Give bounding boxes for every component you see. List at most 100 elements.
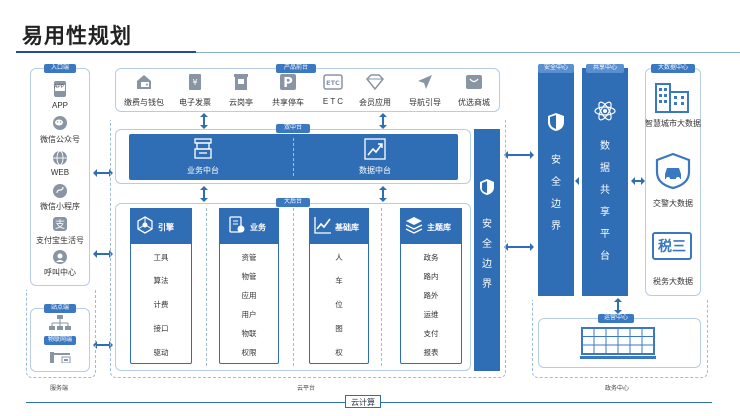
bottom-frame-service: [26, 290, 96, 378]
inner-security-label-char: 全: [482, 239, 492, 250]
share-center-label-char: 据: [600, 163, 610, 174]
business-header: [219, 208, 279, 244]
product-item-wallet[interactable]: 缴费与钱包: [124, 98, 164, 107]
topic-library-item[interactable]: 支付: [423, 329, 439, 338]
middle-divider: [293, 138, 294, 176]
product-item-booth[interactable]: 云岗亭: [229, 98, 253, 107]
business-item[interactable]: 应用: [241, 291, 257, 300]
big-data-item-tax[interactable]: 税务大数据: [653, 277, 693, 286]
engine-item[interactable]: 驱动: [153, 348, 169, 357]
title-underline: [16, 51, 196, 53]
back-sep-1: [206, 208, 207, 366]
entry-item-web[interactable]: WEB: [50, 168, 70, 177]
svg-text:P: P: [283, 76, 293, 91]
share-center-label-char: 平: [600, 229, 610, 240]
atom-icon: [594, 100, 616, 127]
engine-item[interactable]: 接口: [153, 324, 169, 333]
entry-panel: [30, 68, 90, 286]
topic-library-icon: [405, 216, 423, 239]
entry-item-mini-program[interactable]: 微信小程序: [40, 202, 80, 211]
inner-security-label-char: 安: [482, 219, 492, 230]
ops-center-panel: [538, 318, 701, 368]
base-library-item[interactable]: 人: [335, 253, 343, 262]
security-center-label: 安全边界: [538, 150, 574, 238]
mall-icon: [465, 74, 483, 95]
share-center-label: 数据共享平台: [582, 136, 628, 268]
big-data-tag: 大数据中心: [651, 64, 695, 73]
security-center-label-char: 全: [551, 177, 561, 188]
business-item[interactable]: 用户: [241, 310, 257, 319]
arrow-share-bigdata: [631, 172, 645, 190]
arrow-front-middle-right: [379, 113, 387, 134]
cloud-compute-label-box: [345, 395, 381, 408]
data-middle-label[interactable]: 数据中台: [359, 166, 391, 175]
topic-library-header-label: 主题库: [427, 223, 451, 232]
network-icon: [49, 315, 71, 336]
bottom-frame-gov: [532, 300, 708, 378]
share-center-label-char: 享: [600, 207, 610, 218]
product-item-etc[interactable]: E T C: [322, 97, 344, 106]
product-front-panel: [115, 68, 500, 112]
call-center-icon: [52, 249, 68, 270]
base-library-item[interactable]: 权: [335, 348, 343, 357]
security-center-shield-icon: [547, 112, 565, 137]
inner-security-bar: [474, 129, 500, 371]
big-data-item-smart-city[interactable]: 智慧城市大数据: [645, 119, 701, 128]
share-center-bar: [582, 68, 628, 296]
entry-item-call-center[interactable]: 呼叫中心: [44, 268, 76, 277]
entry-item-wechat-official[interactable]: 微信公众号: [40, 135, 80, 144]
security-center-bar: [538, 68, 574, 296]
engine-item[interactable]: 算法: [153, 276, 169, 285]
etc-icon: ETC: [323, 74, 343, 95]
security-center-text: 安全边界: [538, 150, 574, 238]
topic-library-item[interactable]: 路内: [423, 272, 439, 281]
big-data-item-traffic-police[interactable]: 交警大数据: [653, 199, 693, 208]
topic-library-item[interactable]: 报表: [423, 348, 439, 357]
business-item[interactable]: 物管: [241, 272, 257, 281]
ops-screen-icon: [580, 326, 656, 365]
share-center-label-char: 共: [600, 185, 610, 196]
navigation-icon: [416, 73, 434, 96]
entry-item-alipay[interactable]: 支付宝生活号: [36, 236, 84, 245]
product-item-member[interactable]: 会员应用: [359, 98, 391, 107]
svg-text:支: 支: [55, 219, 65, 231]
business-item[interactable]: 物联: [241, 329, 257, 338]
arrow-entry-back: [93, 245, 113, 263]
entry-item-app[interactable]: APP: [51, 101, 68, 110]
iot-tag: 物联网端: [44, 336, 76, 345]
base-library-item[interactable]: 图: [335, 324, 343, 333]
topic-library-item[interactable]: 运维: [423, 310, 439, 319]
business-item[interactable]: 权限: [241, 348, 257, 357]
engine-icon: [136, 216, 154, 239]
back-sep-3: [381, 208, 382, 366]
product-item-shared-parking[interactable]: 共享停车: [272, 98, 304, 107]
back-tag: 大后台: [276, 198, 310, 207]
station-tag: 站点端: [44, 304, 76, 313]
base-library-item[interactable]: 位: [335, 300, 343, 309]
topic-library-item[interactable]: 政务: [423, 253, 439, 262]
arrow-middle-back-left: [200, 186, 208, 207]
svg-text:¥: ¥: [192, 78, 197, 87]
parking-gate-icon: [49, 347, 71, 368]
base-library-icon: [314, 216, 332, 239]
engine-item[interactable]: 计费: [153, 300, 169, 309]
arrow-security-share: [575, 172, 583, 190]
topic-library-item[interactable]: 路外: [423, 291, 439, 300]
arrow-entry-product: [93, 164, 113, 182]
web-icon: [52, 150, 68, 171]
engine-item[interactable]: 工具: [153, 253, 169, 262]
business-header-label: 业务: [250, 223, 266, 232]
back-sep-2: [293, 208, 294, 366]
svg-text:ETC: ETC: [326, 79, 340, 87]
product-item-mall[interactable]: 优选商城: [458, 98, 490, 107]
product-item-invoice[interactable]: 电子发票: [179, 98, 211, 107]
shared-parking-icon: P: [279, 73, 297, 96]
page-title: 易用性规划: [22, 24, 132, 48]
product-item-navigation[interactable]: 导航引导: [409, 98, 441, 107]
traffic-police-icon: [654, 152, 692, 195]
inner-security-text: 安全边界: [474, 215, 500, 295]
base-library-header-label: 基础库: [335, 223, 359, 232]
business-middle-label[interactable]: 业务中台: [187, 166, 219, 175]
base-library-item[interactable]: 车: [335, 276, 343, 285]
business-item[interactable]: 资管: [241, 253, 257, 262]
